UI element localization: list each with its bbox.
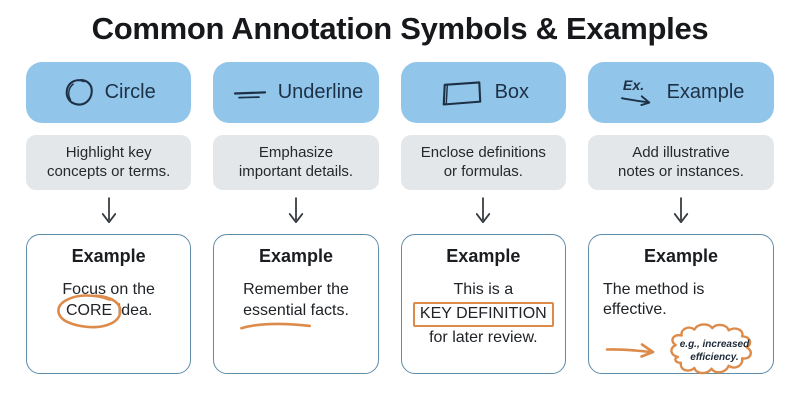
description-box: Enclose definitions or formulas. — [400, 135, 566, 190]
circle-icon — [62, 76, 96, 110]
columns-grid: Circle Highlight key concepts or terms. … — [0, 47, 800, 374]
symbol-label: Example — [666, 81, 745, 103]
symbol-header-example: Ex. Example — [587, 62, 774, 123]
example-card: Example The method is effective. e.g., i… — [587, 234, 774, 374]
circle-annotation: CORE — [65, 301, 113, 322]
example-text-pre: This is a — [453, 281, 514, 298]
box-icon — [438, 76, 486, 109]
symbol-label: Underline — [277, 81, 364, 103]
example-text: Focus on the CORE idea. — [37, 280, 180, 322]
example-title: Example — [258, 246, 334, 266]
example-text: Remember the essential facts. — [224, 280, 367, 322]
example-text: This is a KEY DEFINITION for later revie… — [412, 280, 555, 348]
example-card: Example Focus on the CORE idea. — [26, 234, 192, 374]
down-arrow-icon — [401, 190, 566, 234]
down-arrow-icon — [213, 190, 378, 234]
callout-row: e.g., increased efficiency. — [599, 323, 763, 379]
arrow-right-icon — [605, 343, 655, 358]
description-box: Add illustrative notes or instances. — [587, 135, 774, 190]
column-box: Box Enclose definitions or formulas. Exa… — [400, 62, 566, 374]
symbol-header-circle: Circle — [26, 62, 192, 123]
underline-annotation: essential — [243, 301, 306, 322]
symbol-header-box: Box — [400, 62, 566, 123]
example-text-post: for later review. — [429, 328, 538, 346]
column-example: Ex. Example Add illustrative notes or in… — [587, 62, 774, 374]
column-underline: Underline Emphasize important details. E… — [213, 62, 379, 374]
example-title: Example — [71, 246, 146, 266]
example-text-post: idea. — [113, 301, 153, 319]
example-text-post: facts. — [306, 301, 349, 319]
description-box: Emphasize important details. — [213, 135, 379, 190]
underline-icon — [229, 84, 269, 102]
symbol-label: Box — [494, 81, 530, 103]
page-title: Common Annotation Symbols & Examples — [91, 11, 709, 46]
example-card: Example Remember the essential facts. — [213, 234, 379, 374]
description-box: Highlight key concepts or terms. — [26, 135, 192, 190]
cloud-text: e.g., increased efficiency. — [679, 339, 750, 363]
thought-cloud: e.g., increased efficiency. — [666, 323, 763, 379]
box-annotation: KEY DEFINITION — [412, 301, 554, 327]
column-circle: Circle Highlight key concepts or terms. … — [26, 62, 192, 374]
example-text-pre: Focus on the — [62, 281, 155, 298]
down-arrow-icon — [26, 190, 191, 234]
example-text-pre: Remember the — [243, 281, 349, 298]
example-text-highlight: CORE — [65, 301, 113, 319]
example-card: Example This is a KEY DEFINITION for lat… — [400, 234, 566, 374]
down-arrow-icon — [588, 190, 774, 234]
example-title: Example — [446, 246, 521, 266]
example-text: The method is effective. — [602, 281, 705, 318]
svg-text:Ex.: Ex. — [622, 78, 643, 94]
example-title: Example — [643, 246, 718, 266]
symbol-label: Circle — [104, 81, 156, 103]
example-text-highlight: essential — [243, 301, 307, 319]
symbol-header-underline: Underline — [213, 62, 379, 123]
example-arrow-icon: Ex. — [618, 76, 658, 110]
